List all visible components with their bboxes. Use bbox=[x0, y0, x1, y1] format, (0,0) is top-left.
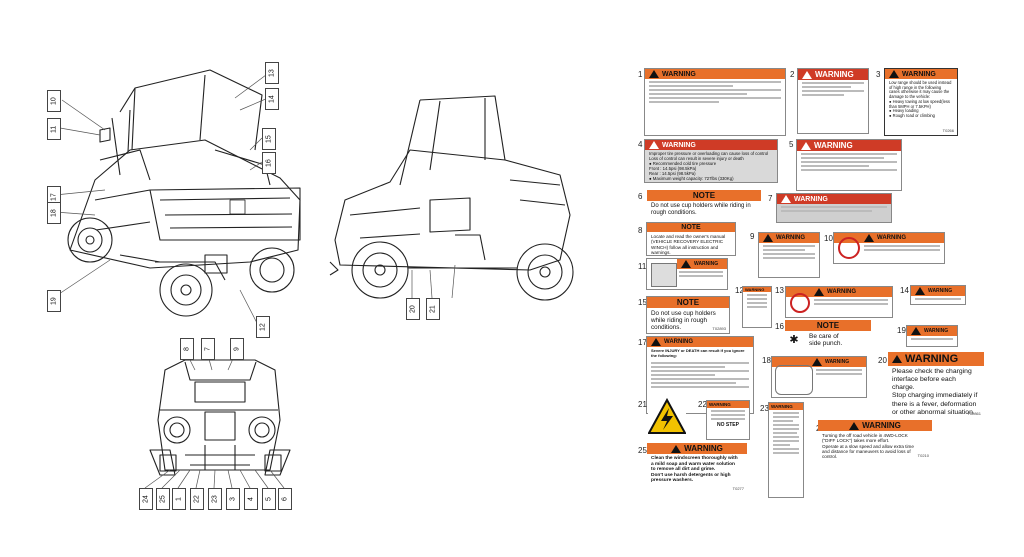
utv-occupant-icon bbox=[775, 365, 813, 395]
label-number-18: 18 bbox=[762, 356, 771, 365]
label-22: WARNING NO STEP bbox=[706, 400, 750, 440]
label-number-23: 23 bbox=[760, 404, 769, 413]
label-number-10: 10 bbox=[824, 234, 833, 243]
label-8: NOTE Locate and read the owner's manual … bbox=[646, 222, 736, 256]
label-number-22: 22 bbox=[698, 400, 707, 409]
callout-23: 23 bbox=[208, 488, 222, 510]
label-number-4: 4 bbox=[638, 140, 643, 149]
utv-side-view bbox=[329, 95, 574, 301]
callout-12: 12 bbox=[256, 316, 270, 338]
warning-triangle-icon bbox=[849, 421, 860, 430]
warning-triangle-icon bbox=[649, 141, 659, 149]
warning-triangle-icon bbox=[801, 141, 811, 150]
label-18: WARNING bbox=[771, 356, 867, 398]
callout-15: 15 bbox=[262, 128, 276, 150]
label-13: WARNING bbox=[785, 286, 893, 318]
vehicle-line-drawings bbox=[52, 69, 574, 489]
label-number-14: 14 bbox=[900, 286, 909, 295]
callout-21: 21 bbox=[426, 298, 440, 320]
label-15: NOTE Do not use cup holders while riding… bbox=[646, 296, 730, 334]
label-25: WARNING Clean the windscreen thoroughly … bbox=[647, 443, 747, 493]
callout-19: 19 bbox=[47, 290, 61, 312]
callout-8: 8 bbox=[180, 338, 194, 360]
label-number-6: 6 bbox=[638, 192, 643, 201]
callout-25: 25 bbox=[156, 488, 170, 510]
label-7: WARNING bbox=[776, 193, 892, 223]
label-number-13: 13 bbox=[775, 286, 784, 295]
label-3: WARNING Low range should be used instead… bbox=[884, 68, 958, 136]
high-voltage-icon bbox=[648, 398, 686, 434]
label-number-17: 17 bbox=[638, 338, 647, 347]
label-number-19: 19 bbox=[897, 326, 906, 335]
callout-16: 16 bbox=[262, 152, 276, 174]
callout-13: 13 bbox=[265, 62, 279, 84]
warning-triangle-icon bbox=[802, 70, 812, 79]
label-number-15: 15 bbox=[638, 298, 647, 307]
label-1: WARNING bbox=[644, 68, 786, 136]
callout-9: 9 bbox=[230, 338, 244, 360]
label-21 bbox=[648, 398, 686, 436]
callout-14: 14 bbox=[265, 88, 279, 110]
callout-4: 4 bbox=[244, 488, 258, 510]
label-number-11: 11 bbox=[638, 262, 647, 271]
label-number-8: 8 bbox=[638, 226, 643, 235]
label-24: WARNING Turning the off road vehicle in … bbox=[818, 420, 932, 460]
utv-front-view bbox=[149, 359, 291, 476]
warning-triangle-icon bbox=[889, 70, 899, 78]
callout-leaders bbox=[52, 71, 456, 489]
label-12: WARNING bbox=[742, 286, 772, 328]
warning-triangle-icon bbox=[915, 287, 925, 295]
callout-10: 10 bbox=[47, 90, 61, 112]
label-number-7: 7 bbox=[768, 194, 773, 203]
label-10: WARNING bbox=[833, 232, 945, 264]
label-number-20: 20 bbox=[878, 356, 887, 365]
callout-7: 7 bbox=[201, 338, 215, 360]
label-2: WARNING bbox=[797, 68, 869, 134]
warning-triangle-icon bbox=[814, 288, 824, 296]
warning-triangle-icon bbox=[651, 338, 661, 346]
label-9: WARNING bbox=[758, 232, 820, 278]
callout-24: 24 bbox=[139, 488, 153, 510]
warning-triangle-icon bbox=[864, 234, 874, 242]
label-number-3: 3 bbox=[876, 70, 881, 79]
label-16: NOTE ✱ Be care of side punch. bbox=[785, 320, 871, 352]
warning-triangle-icon bbox=[671, 444, 682, 453]
warning-triangle-icon bbox=[681, 260, 691, 268]
label-number-21: 21 bbox=[638, 400, 647, 409]
no-passenger-icon bbox=[790, 293, 810, 313]
label-number-1: 1 bbox=[638, 70, 643, 79]
label-number-2: 2 bbox=[790, 70, 795, 79]
label-23: WARNING bbox=[768, 402, 804, 498]
callout-3: 3 bbox=[226, 488, 240, 510]
warning-triangle-icon bbox=[812, 358, 822, 366]
label-number-5: 5 bbox=[789, 140, 794, 149]
side-impact-icon: ✱ bbox=[789, 334, 799, 346]
warning-triangle-icon bbox=[649, 70, 659, 78]
no-entry-icon bbox=[838, 237, 860, 259]
callout-22: 22 bbox=[190, 488, 204, 510]
label-20: WARNING Please check the charging interf… bbox=[888, 352, 984, 418]
callout-5: 5 bbox=[262, 488, 276, 510]
label-6: NOTE Do not use cup holders while riding… bbox=[647, 190, 761, 220]
warning-triangle-icon bbox=[892, 355, 902, 363]
callout-6: 6 bbox=[278, 488, 292, 510]
warning-triangle-icon bbox=[763, 234, 773, 242]
label-19: WARNING bbox=[906, 325, 958, 347]
callout-20: 20 bbox=[406, 298, 420, 320]
callout-11: 11 bbox=[47, 118, 61, 140]
label-number-9: 9 bbox=[750, 232, 755, 241]
callout-1: 1 bbox=[172, 488, 186, 510]
label-5: WARNING bbox=[796, 139, 902, 191]
callout-18: 18 bbox=[47, 202, 61, 224]
vehicle-winch-icon bbox=[651, 263, 677, 287]
label-14: WARNING bbox=[910, 285, 966, 305]
label-number-16: 16 bbox=[775, 322, 784, 331]
warning-triangle-icon bbox=[781, 195, 791, 203]
label-11: WARNING bbox=[646, 258, 728, 290]
warning-triangle-icon bbox=[911, 327, 921, 335]
label-number-25: 25 bbox=[638, 446, 647, 455]
label-4: WARNING Improper tire pressure or overlo… bbox=[644, 139, 778, 183]
label-number-12: 12 bbox=[735, 286, 744, 295]
